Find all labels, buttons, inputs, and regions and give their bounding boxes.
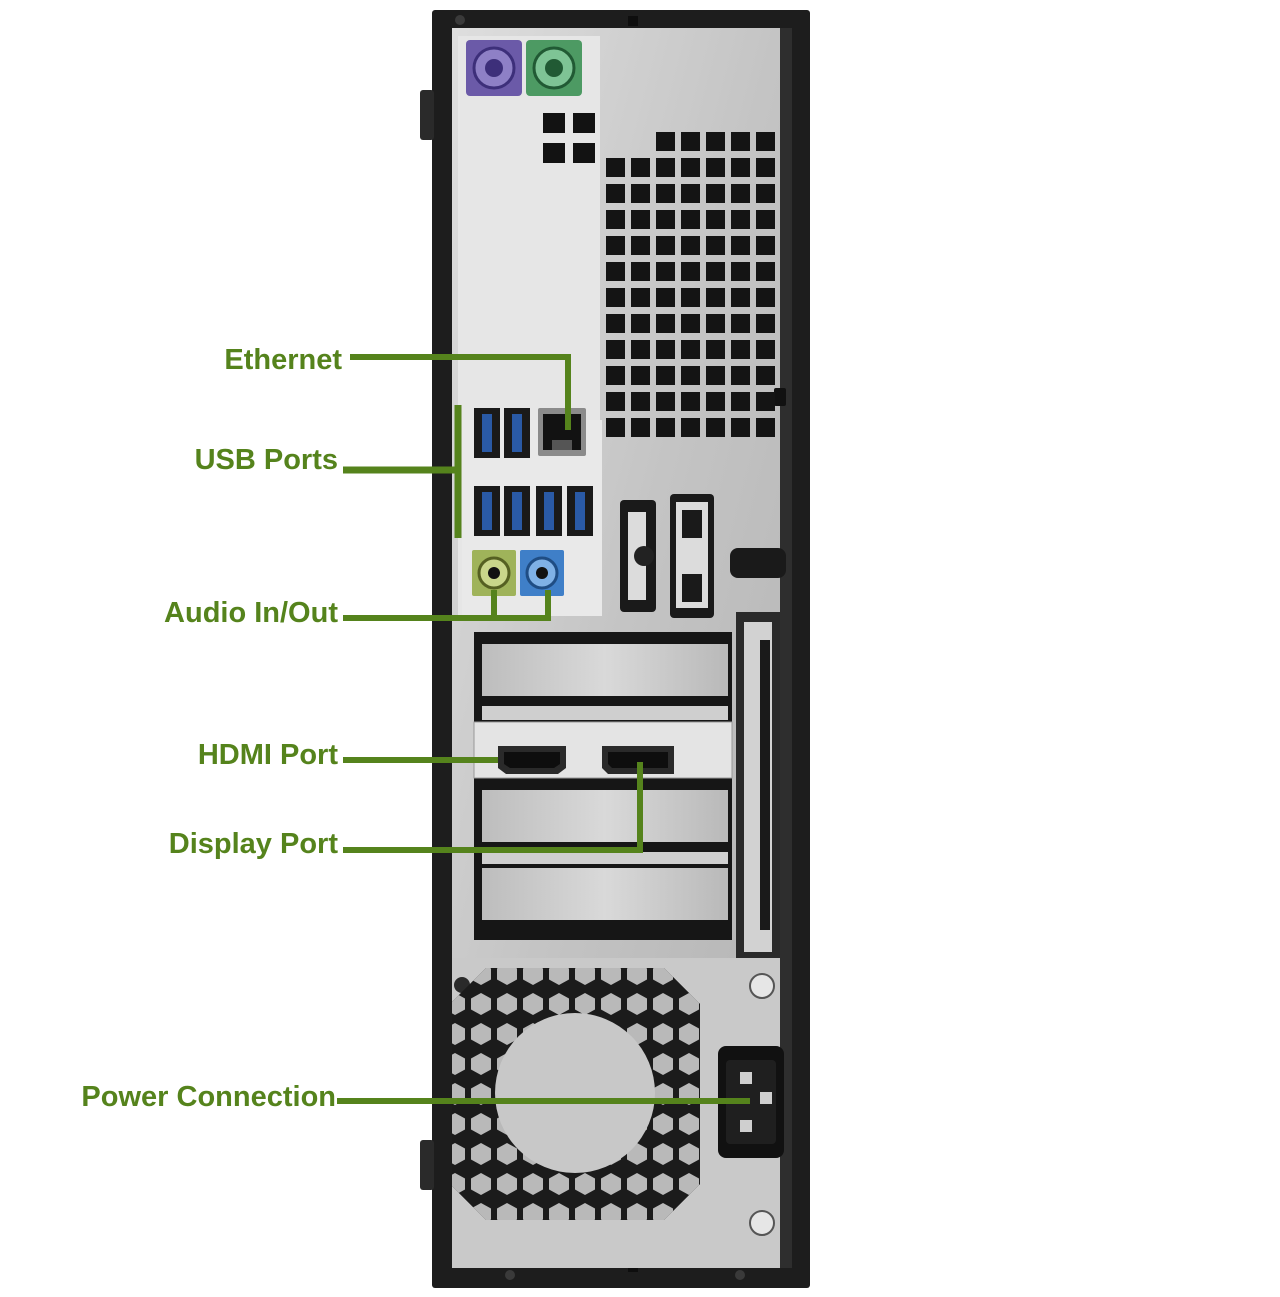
- callout-line-displayport: [343, 762, 643, 853]
- callout-line-usb: [343, 405, 462, 538]
- hdmi-port-icon: [498, 746, 566, 774]
- displayport-port-icon: [602, 746, 674, 774]
- expansion-slots: [473, 612, 780, 962]
- label-hdmi-port: HDMI Port: [197, 739, 338, 771]
- audio-jack-icon: [472, 550, 564, 596]
- vent-grille-icon: [606, 132, 775, 437]
- fan-grille-icon: [452, 968, 700, 1220]
- callout-lines: [337, 354, 750, 1104]
- ps2-mouse-port-icon: [526, 40, 582, 96]
- label-usb-ports: USB Ports: [194, 444, 338, 476]
- ethernet-port-icon: [538, 408, 586, 456]
- callout-line-ethernet: [350, 354, 571, 430]
- callout-line-audio: [343, 590, 551, 621]
- label-ethernet: Ethernet: [224, 344, 342, 376]
- ps2-keyboard-port-icon: [466, 40, 522, 96]
- usb-port-icon: [474, 408, 593, 536]
- label-audio-in-out: Audio In/Out: [164, 597, 338, 629]
- label-display-port: Display Port: [168, 828, 338, 860]
- power-socket-icon: [718, 1046, 784, 1158]
- label-power-connection: Power Connection: [81, 1081, 336, 1113]
